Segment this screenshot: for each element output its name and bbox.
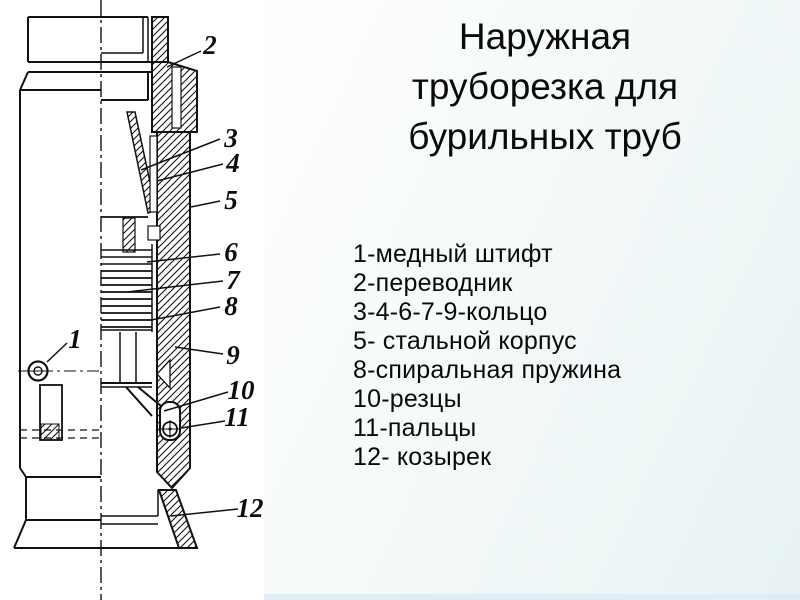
legend-item-8: 8-спиральная пружина	[353, 356, 622, 384]
diagram-axis-lines	[18, 0, 102, 600]
legend-item-5: 5- стальной корпус	[353, 327, 577, 355]
legend-item-1: 1-медный штифт	[353, 240, 553, 268]
ring-nut	[147, 225, 161, 241]
callout-5: 5	[224, 185, 238, 215]
legend-item-3: 3-4-6-7-9-кольцо	[353, 298, 548, 326]
callout-6: 6	[224, 237, 238, 267]
diagram-hatched-sections	[40, 16, 199, 549]
finger-pin-icon	[161, 420, 179, 438]
inner-ring-section	[122, 217, 136, 253]
callout-2: 2	[202, 30, 217, 60]
spiral-spring-coils	[101, 270, 152, 328]
callout-7: 7	[226, 265, 241, 295]
diagram-callouts: 1 2 3 4 5 6 7 8 9 10 11 12	[68, 30, 263, 523]
left-pin-slot	[39, 384, 63, 441]
callout-leader-lines	[46, 50, 239, 517]
copper-pin-icon	[26, 360, 50, 382]
figure-panel: 1 2 3 4 5 6 7 8 9 10 11 12	[0, 0, 264, 600]
diagram-linework	[13, 16, 197, 549]
legend: 1-медный штифт 2-переводник 3-4-6-7-9-ко…	[353, 240, 683, 472]
visor-section	[157, 489, 199, 549]
callout-11: 11	[224, 402, 250, 432]
callout-1: 1	[68, 324, 82, 354]
flange-ring-strip	[171, 66, 182, 129]
legend-item-12: 12- козырек	[353, 443, 492, 471]
slide-title: Наружная труборезка для бурильных труб	[408, 16, 682, 157]
slide-bottom-strip	[0, 594, 800, 600]
legend-item-2: 2-переводник	[353, 269, 513, 297]
ring-4-strip	[149, 135, 158, 213]
callout-12: 12	[237, 493, 264, 523]
callout-8: 8	[224, 291, 238, 321]
sub-upper-section	[151, 16, 169, 63]
diagram-pins	[26, 360, 179, 438]
pipe-cutter-diagram: 1 2 3 4 5 6 7 8 9 10 11 12	[13, 0, 264, 600]
ring-groove-notch	[156, 358, 171, 390]
callout-9: 9	[226, 340, 240, 370]
callout-4: 4	[225, 148, 240, 178]
legend-item-11: 11-пальцы	[353, 414, 477, 442]
callout-10: 10	[228, 375, 256, 405]
callout-3: 3	[223, 123, 238, 153]
legend-item-10: 10-резцы	[353, 385, 462, 413]
steel-body-section	[156, 131, 191, 490]
